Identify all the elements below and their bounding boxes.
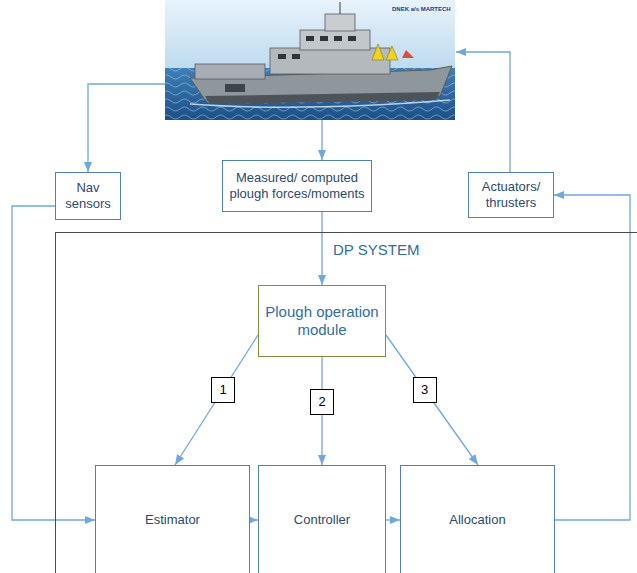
system-boundary: DP SYSTEM Plough operation moduleEstimato… [55,232,637,573]
flow-arrow [12,206,95,520]
flow-arrow [386,335,478,465]
group-title: DP SYSTEM [333,241,419,259]
node-text: Plough operation module [259,300,385,342]
flow-arrow [321,212,322,285]
flow-arrow [175,335,258,465]
process-box: Controller [258,465,386,573]
node-text: Controller [291,509,353,531]
node-text: Allocation [446,509,508,531]
callout-number: 1 [211,377,235,403]
process-box: Allocation [400,465,555,573]
node-text: Nav sensors [56,177,120,214]
input-box: Measured/ computed plough forces/moments [222,160,372,212]
module-box: Plough operation module [258,285,386,357]
node-text: Actuators/ thrusters [469,176,553,213]
input-box: Nav sensors [55,172,121,220]
process-box: Estimator [95,465,250,573]
watermark: DNEK a/s MARTECH [392,6,451,12]
output-box: Actuators/ thrusters [468,172,554,218]
flow-arrow [386,519,400,520]
flow-arrow [250,519,258,520]
callout-number: 3 [413,377,437,403]
flow-arrow [554,195,630,520]
callout-number: 2 [310,389,334,415]
node-text: Measured/ computed plough forces/moments [223,167,371,204]
node-text: Estimator [142,509,203,531]
